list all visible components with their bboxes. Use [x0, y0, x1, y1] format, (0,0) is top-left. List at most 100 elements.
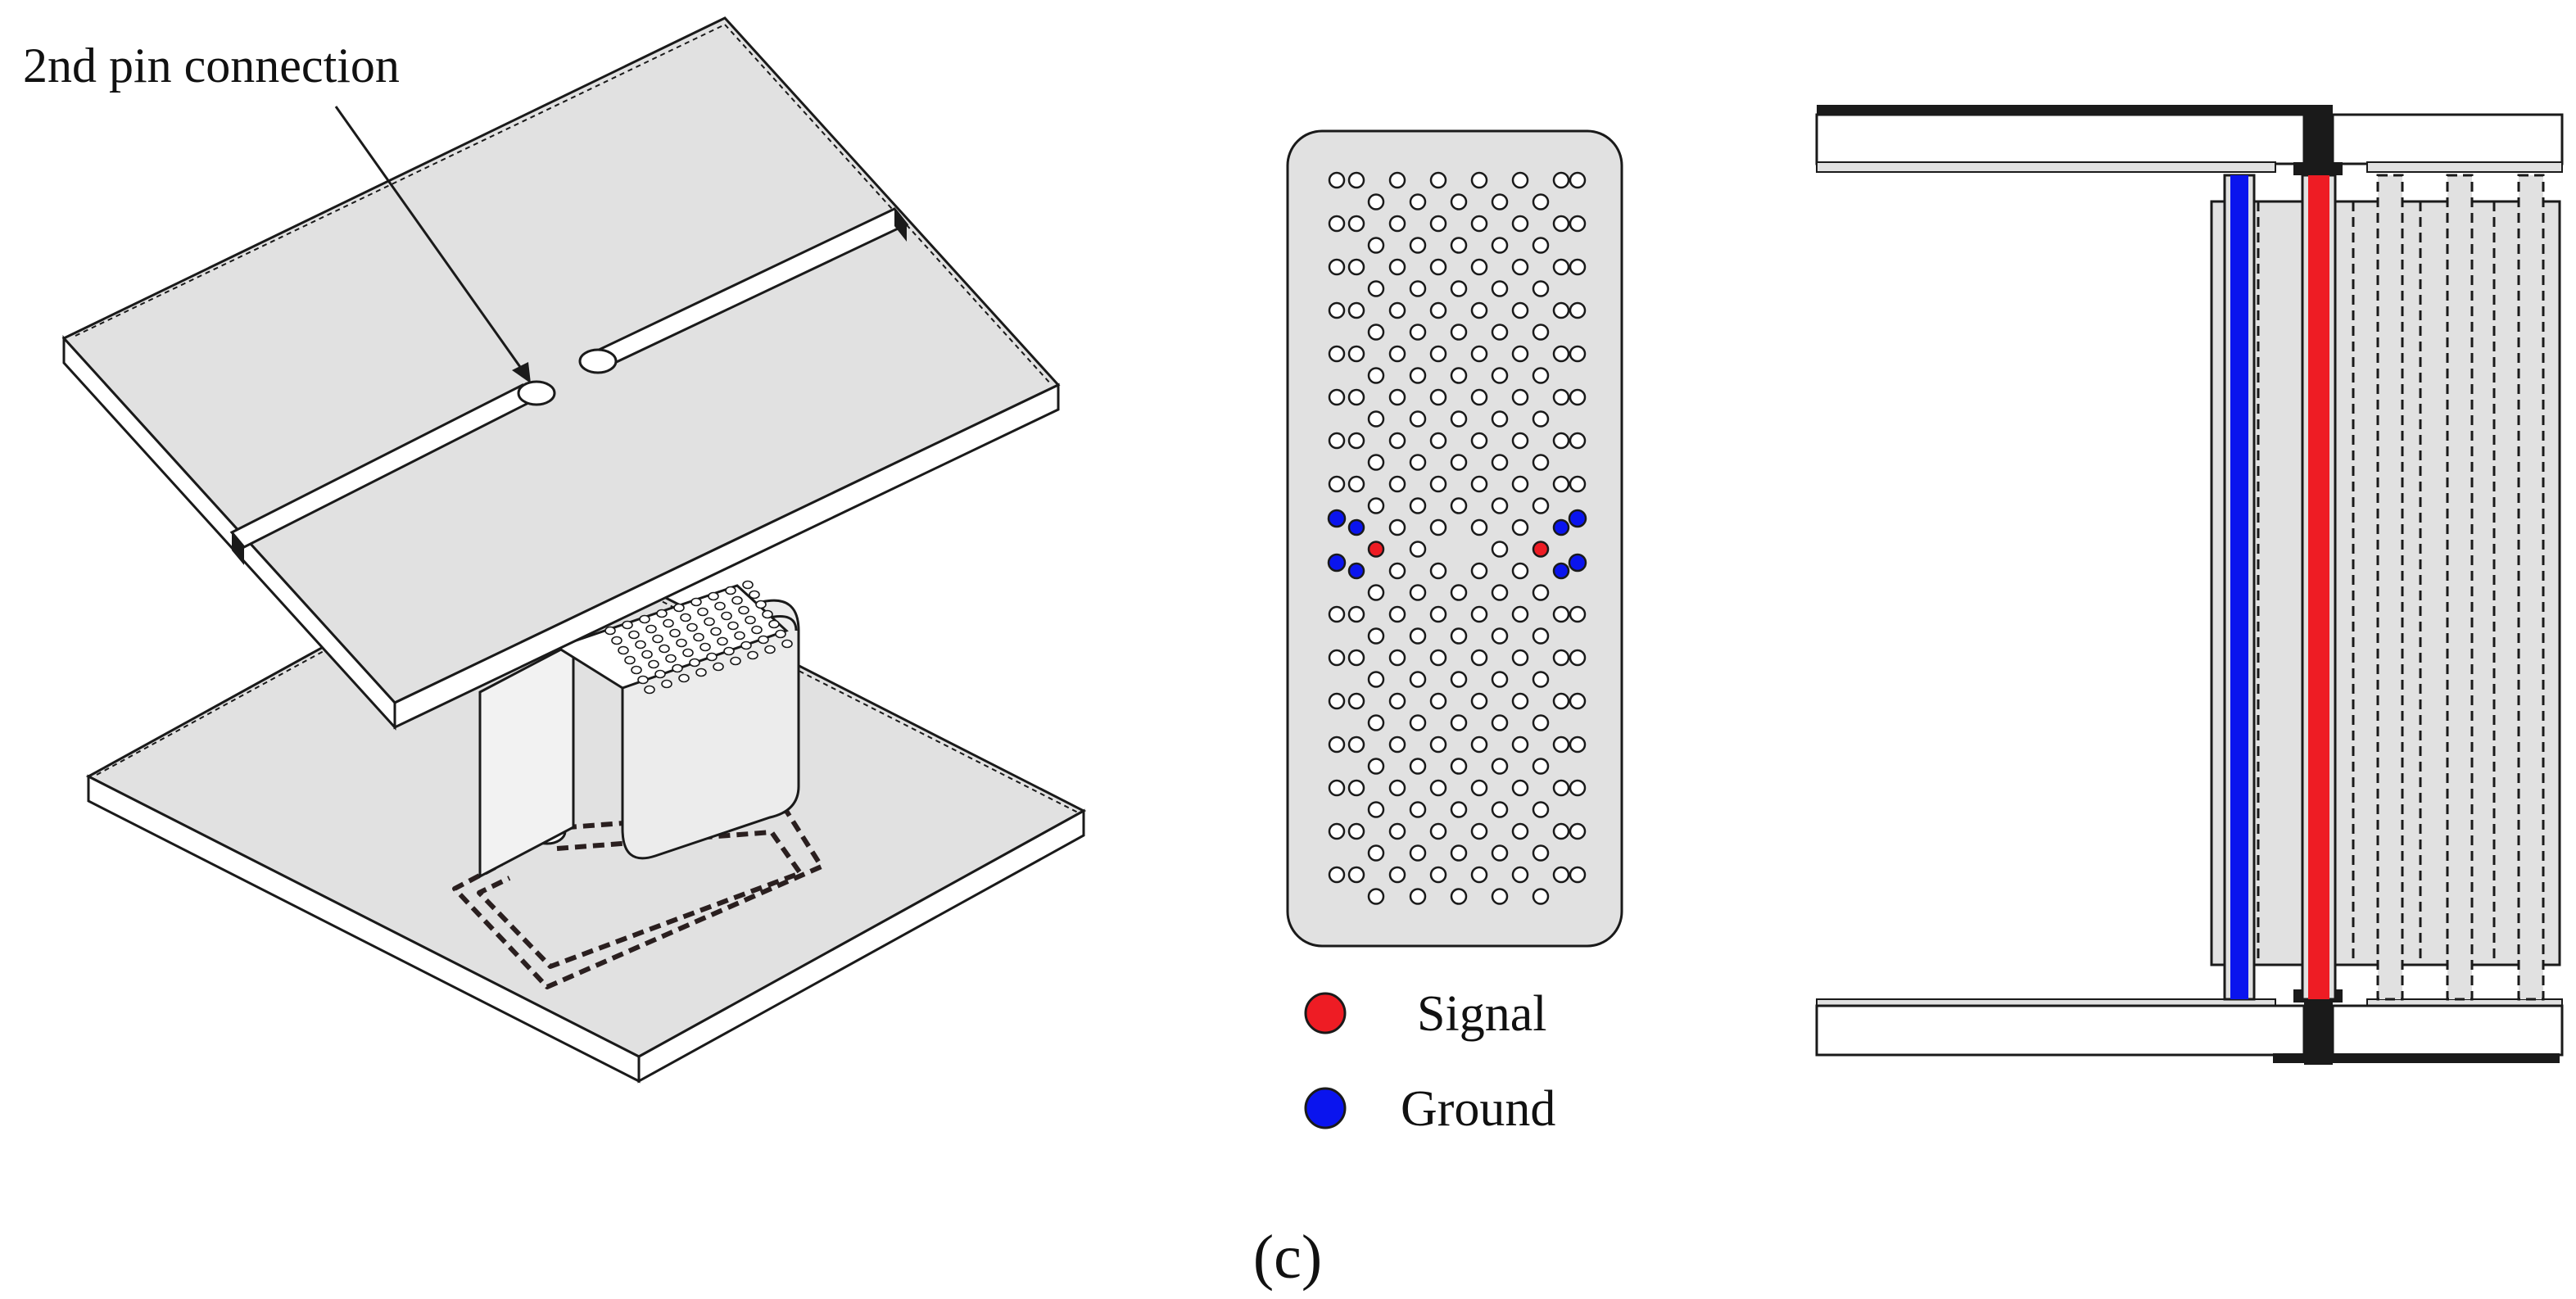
connector-pin: [706, 652, 718, 662]
pin-contact: [1569, 649, 1587, 667]
connector-pin: [690, 597, 702, 607]
pin-contact: [1532, 714, 1550, 731]
pin-contact: [1552, 822, 1570, 840]
pin-contact: [1429, 301, 1447, 319]
pin-contact: [1532, 497, 1550, 514]
connector-pin: [768, 619, 780, 629]
connector-pin: [659, 644, 670, 654]
pin-contact: [1511, 779, 1529, 797]
pin-contact: [1409, 367, 1427, 384]
pin-contact: [1569, 735, 1587, 754]
pin-contact: [1409, 888, 1427, 905]
pin-contact: [1388, 258, 1406, 276]
pin-contact: [1569, 388, 1587, 406]
pin-contact: [1328, 475, 1346, 493]
pin-contact: [1347, 215, 1365, 233]
pin-contact: [1388, 562, 1406, 580]
pin-contact: [1532, 844, 1550, 862]
pin-contact: [1532, 193, 1550, 210]
pin-contact: [1367, 497, 1385, 514]
pin-contact: [1429, 432, 1447, 450]
pin-contact: [1367, 410, 1385, 428]
pin-contact: [1450, 237, 1468, 254]
pin-contact: [1409, 324, 1427, 341]
pin-contact: [1388, 735, 1406, 754]
pin-contact: [1532, 454, 1550, 471]
pin-contact: [1429, 649, 1447, 667]
pin-contact: [1470, 475, 1488, 493]
connector-pin: [624, 655, 636, 665]
pin-contact: [1388, 649, 1406, 667]
connector-pin: [704, 617, 715, 627]
top-board: [61, 16, 1061, 731]
connector-pin: [672, 663, 683, 673]
pin-contact: [1409, 714, 1427, 731]
ground-contact: [1327, 509, 1347, 528]
pin-contact: [1367, 844, 1385, 862]
pin-contact: [1450, 193, 1468, 210]
pin-contact: [1429, 258, 1447, 276]
connector-pin: [713, 662, 724, 672]
connector-pin: [686, 622, 698, 632]
pin-contact: [1388, 475, 1406, 493]
pin-contact: [1409, 454, 1427, 471]
pin-contact: [1552, 649, 1570, 667]
pin-contact: [1511, 518, 1529, 536]
connector-pin: [734, 631, 745, 640]
pin-contact: [1429, 345, 1447, 363]
pin-contact: [1569, 605, 1587, 623]
connector-pin: [727, 621, 739, 631]
pin-contact: [1470, 388, 1488, 406]
pin-contact: [1552, 692, 1570, 710]
ground-contact: [1568, 509, 1587, 528]
pin-contact: [1429, 388, 1447, 406]
connector-pin: [661, 679, 672, 689]
pin-contact: [1328, 735, 1346, 754]
pin-contact: [1511, 215, 1529, 233]
pin-contact: [1409, 237, 1427, 254]
pin-grid: [1327, 171, 1587, 905]
pin-contact: [1450, 714, 1468, 731]
connector-pin: [644, 685, 655, 695]
pin-contact: [1429, 215, 1447, 233]
ground-legend-swatch: [1304, 1087, 1347, 1129]
pin-contact: [1429, 562, 1447, 580]
pin-contact: [1569, 301, 1587, 319]
pin-contact: [1470, 171, 1488, 189]
connector-pin: [639, 614, 650, 624]
pin-contact: [1429, 171, 1447, 189]
connector-top-pins: [604, 580, 793, 695]
pin-contact: [1470, 735, 1488, 754]
connector-pin: [628, 630, 640, 640]
pin-contact: [1450, 324, 1468, 341]
pin-contact: [1347, 171, 1365, 189]
pin-contact: [1367, 367, 1385, 384]
signal-pin: [2308, 175, 2329, 999]
signal-legend-label: Signal: [1417, 986, 1546, 1042]
pin-contact: [1409, 584, 1427, 601]
pin-contact: [1491, 714, 1509, 731]
pin-contact: [1388, 605, 1406, 623]
pin-contact: [1491, 801, 1509, 818]
pin-contact: [1347, 692, 1365, 710]
pin-contact: [1552, 258, 1570, 276]
pin-contact: [1569, 822, 1587, 840]
pin-contact: [1491, 497, 1509, 514]
pin-contact: [1429, 692, 1447, 710]
connector-pin: [618, 645, 629, 655]
pin-contact: [1532, 671, 1550, 688]
pin-contact: [1450, 410, 1468, 428]
pin-contact: [1450, 627, 1468, 645]
pin-contact: [1491, 627, 1509, 645]
pin-contact: [1429, 866, 1447, 884]
pin-contact: [1347, 475, 1365, 493]
connector-pin: [673, 603, 685, 613]
connector-pin: [781, 639, 793, 649]
pin-connection-label: 2nd pin connection: [23, 38, 400, 93]
pin-contact: [1511, 562, 1529, 580]
pin-contact: [1409, 627, 1427, 645]
connector-pin: [663, 618, 674, 628]
pin-contact: [1409, 497, 1427, 514]
ground-legend-label: Ground: [1401, 1081, 1555, 1137]
ground-contact: [1552, 518, 1570, 536]
